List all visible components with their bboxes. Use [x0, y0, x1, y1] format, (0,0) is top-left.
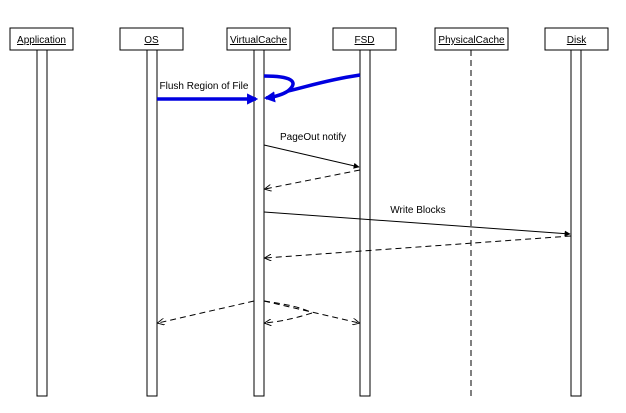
lifeline-application [36, 49, 48, 397]
participant-disk: Disk [544, 27, 609, 51]
message-flush-region: Flush Region of File [157, 81, 259, 105]
message-vc-to-fsd [263, 300, 359, 323]
message-fsd-callback [263, 73, 361, 103]
participant-label: VirtualCache [230, 35, 288, 46]
participant-label: FSD [355, 35, 375, 46]
message-return-fsd [265, 169, 361, 189]
participant-os: OS [119, 27, 184, 51]
message-return-os [158, 300, 255, 323]
message-label: PageOut notify [280, 132, 346, 143]
participant-fsd: FSD [332, 27, 397, 51]
participant-application: Application [9, 27, 74, 51]
participant-label: OS [144, 35, 159, 46]
participant-physicalcache: PhysicalCache [434, 27, 509, 51]
message-label: Flush Region of File [160, 81, 249, 92]
message-write-blocks: Write Blocks [263, 205, 571, 237]
participant-label: PhysicalCache [438, 35, 505, 46]
lifeline-disk [570, 49, 582, 397]
lifeline-os [146, 49, 158, 397]
participant-virtualcache: VirtualCache [226, 27, 291, 51]
participant-label: Disk [567, 35, 587, 46]
lifeline-fsd [359, 49, 371, 397]
message-label: Write Blocks [390, 205, 445, 216]
message-fsd-to-vc [263, 300, 313, 323]
lifeline-virtualcache [253, 49, 265, 397]
message-pageout-notify: PageOut notify [263, 132, 360, 169]
message-return-disk [265, 235, 572, 258]
participant-label: Application [17, 35, 66, 46]
